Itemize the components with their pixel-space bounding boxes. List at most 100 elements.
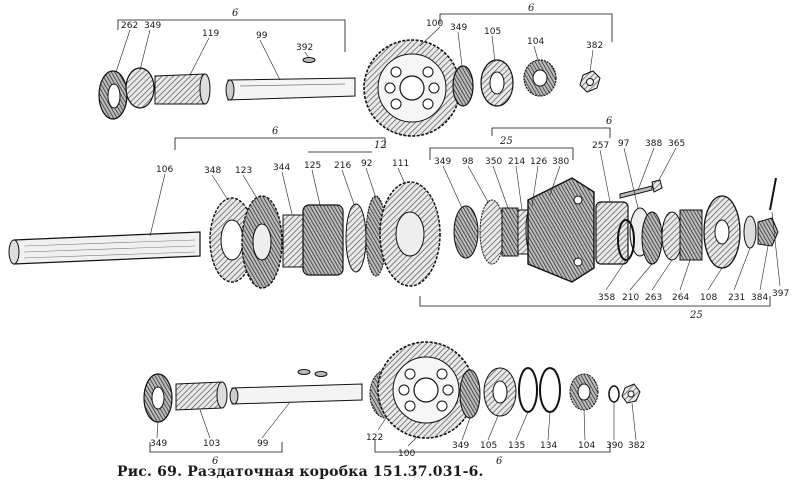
part-number: 99	[257, 439, 269, 449]
bearing-125	[302, 204, 344, 276]
group-label: 6	[272, 126, 279, 137]
group-bracket	[117, 19, 346, 52]
ring-216	[345, 203, 367, 273]
part-number: 264	[672, 293, 689, 303]
ring-210	[641, 211, 663, 265]
part-number: 134	[540, 441, 557, 451]
group-label: 12	[374, 140, 387, 151]
part-number: 105	[484, 27, 501, 37]
part-number: 105	[480, 441, 497, 451]
key-392	[302, 57, 316, 63]
part-number: 344	[273, 163, 290, 173]
bottom-right-assembly	[369, 341, 641, 453]
part-number: 349	[144, 21, 161, 31]
bearing-262-bore	[107, 83, 121, 109]
part-number: 216	[334, 161, 351, 171]
part-number: 231	[728, 293, 745, 303]
spacer-344	[282, 214, 304, 268]
part-number: 257	[592, 141, 609, 151]
part-number: 99	[256, 31, 268, 41]
washer-231	[743, 215, 757, 249]
part-number: 388	[645, 139, 662, 149]
part-number: 135	[508, 441, 525, 451]
top-right-assembly	[363, 13, 613, 137]
washer-390	[608, 385, 620, 403]
shaft-99	[231, 383, 363, 405]
ring-263	[661, 211, 683, 261]
shaft-99	[227, 77, 356, 101]
part-number: 358	[598, 293, 615, 303]
pin-397	[769, 177, 777, 211]
bushing-119	[154, 73, 206, 105]
part-number: 365	[668, 139, 685, 149]
group-label: 6	[232, 8, 239, 19]
figure-caption: Рис. 69. Раздаточная коробка 151.37.031-…	[117, 464, 484, 480]
part-number: 350	[485, 157, 502, 167]
part-number: 104	[578, 441, 595, 451]
shaft-106	[13, 231, 201, 265]
part-number: 100	[398, 449, 415, 459]
part-number: 392	[296, 43, 313, 53]
part-number: 108	[700, 293, 717, 303]
part-number: 111	[392, 159, 409, 169]
gear-98	[479, 199, 505, 265]
part-number: 92	[361, 159, 372, 169]
main-shaft-assembly	[8, 127, 779, 307]
part-number: 382	[586, 41, 603, 51]
group-bracket-upper-6	[174, 137, 386, 150]
group-bracket	[149, 442, 283, 453]
cover-380	[527, 177, 595, 283]
part-number: 104	[527, 37, 544, 47]
part-number: 380	[552, 157, 569, 167]
bearing-349	[459, 369, 481, 419]
group-label: 6	[496, 456, 503, 467]
group-label: 25	[689, 310, 703, 321]
leader-lines	[115, 26, 781, 447]
group-bracket-6-right	[491, 127, 611, 138]
group-label: 6	[528, 3, 535, 14]
bushing-103	[175, 381, 223, 411]
part-number: 119	[202, 29, 219, 39]
ring-134	[539, 367, 561, 413]
part-number: 349	[434, 157, 451, 167]
part-number: 348	[204, 166, 221, 176]
part-number: 349	[452, 441, 469, 451]
part-number: 122	[366, 433, 383, 443]
part-number: 97	[618, 139, 629, 149]
flange-264	[679, 209, 703, 261]
part-number: 214	[508, 157, 525, 167]
bottom-left-assembly	[143, 369, 363, 453]
nut-365	[651, 179, 663, 193]
part-number: 349	[450, 23, 467, 33]
bolt-388	[619, 185, 653, 199]
spacer-350	[501, 207, 519, 257]
part-number: 390	[606, 441, 623, 451]
top-left-assembly	[98, 19, 356, 120]
part-number: 98	[462, 157, 474, 167]
cup-257	[595, 201, 629, 265]
bearing-349	[125, 67, 155, 109]
part-number: 106	[156, 165, 173, 175]
part-number: 123	[235, 166, 252, 176]
part-number: 263	[645, 293, 662, 303]
part-number: 384	[751, 293, 768, 303]
group-bracket-25-upper	[429, 147, 574, 160]
group-label: 25	[499, 136, 513, 147]
part-number: 262	[121, 21, 138, 31]
group-bracket-25-lower	[419, 296, 771, 307]
group-label: 6	[606, 116, 613, 127]
group-bracket	[439, 13, 613, 42]
part-number: 125	[304, 161, 321, 171]
bearing-349	[453, 205, 479, 259]
part-number: 210	[622, 293, 639, 303]
group-label: 6	[212, 456, 219, 467]
part-number: 126	[530, 157, 547, 167]
group-bracket	[374, 440, 611, 453]
part-number: 349	[150, 439, 167, 449]
key	[297, 369, 311, 375]
part-number: 103	[203, 439, 220, 449]
bearing-349	[452, 65, 474, 107]
ring-135	[518, 367, 538, 413]
part-number: 382	[628, 441, 645, 451]
